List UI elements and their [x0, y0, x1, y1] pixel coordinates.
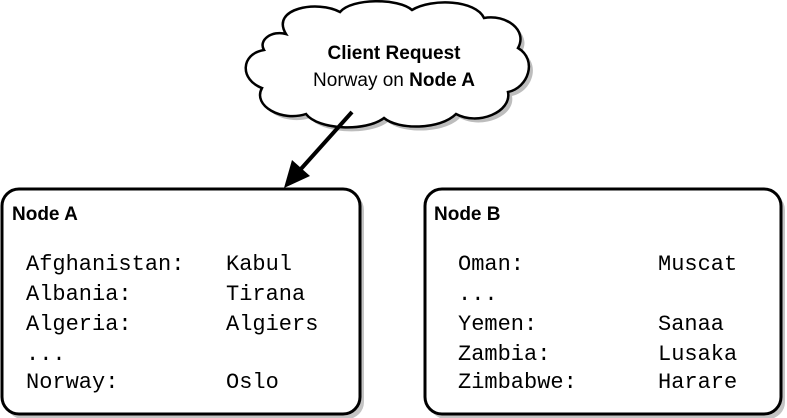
node-a-row-key: Albania:	[26, 282, 132, 307]
node-a-row-key: Algeria:	[26, 312, 132, 337]
node-a-row-value: Algiers	[226, 312, 318, 337]
node-b-title: Node B	[434, 204, 501, 225]
node-b-row-value: Harare	[658, 370, 737, 395]
node-b: Node B Oman: Muscat ... Yemen: Sanaa Zam…	[423, 187, 785, 418]
arrow-head	[284, 160, 310, 188]
node-a-row-value: Kabul	[226, 252, 292, 277]
node-b-row-value: Lusaka	[658, 342, 737, 367]
cloud-subtitle: Norway on Node A	[313, 70, 475, 91]
cloud-subtitle-node: Node A	[409, 70, 475, 91]
node-a-row-key: Norway:	[26, 370, 118, 395]
node-b-row-value: Sanaa	[658, 312, 724, 337]
node-a-title: Node A	[12, 204, 78, 225]
client-request-cloud: Client Request Norway on Node A	[244, 0, 533, 132]
node-a-row-key: ...	[26, 342, 66, 367]
node-a-row-key: Afghanistan:	[26, 252, 184, 277]
cloud-title: Client Request	[327, 43, 461, 64]
node-b-row-key: Zambia:	[458, 342, 550, 367]
node-b-row-key: Zimbabwe:	[458, 370, 577, 395]
node-b-row-key: Oman:	[458, 252, 524, 277]
node-a-row-value: Oslo	[226, 370, 279, 395]
node-a: Node A Afghanistan: Kabul Albania: Tiran…	[0, 187, 364, 418]
request-arrow	[284, 110, 354, 188]
node-a-box	[0, 187, 362, 416]
arrow-shaft	[298, 110, 354, 172]
node-b-row-key: Yemen:	[458, 312, 537, 337]
node-a-row-value: Tirana	[226, 282, 305, 307]
node-b-row-value: Muscat	[658, 252, 737, 277]
cloud-subtitle-prefix: Norway on	[313, 70, 409, 91]
cloud-outline	[244, 0, 530, 129]
node-b-box	[423, 187, 783, 416]
node-b-row-key: ...	[458, 282, 498, 307]
